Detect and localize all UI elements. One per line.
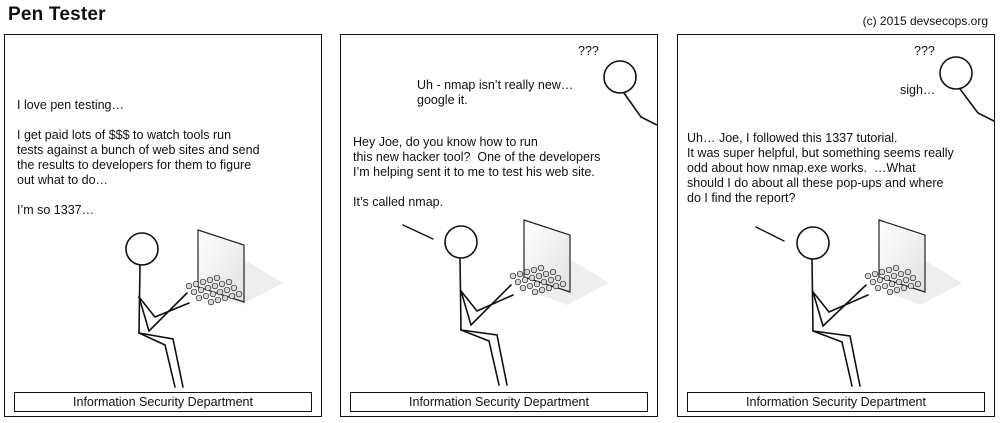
- question-marks: ???: [914, 44, 935, 58]
- colleague-speech: sigh…: [900, 83, 936, 97]
- keyboard: [509, 264, 567, 296]
- computer-monitor: [197, 229, 245, 303]
- pen-tester-speech: Hey Joe, do you know how to run this new…: [353, 135, 601, 209]
- comic-panel-3: ??? sigh… Uh… Joe, I followed this 1337 …: [677, 34, 995, 417]
- comic-panel-1: I love pen testing… I get paid lots of $…: [4, 34, 322, 417]
- speech-line: [755, 226, 785, 242]
- colleague-stick-figure: [939, 56, 994, 122]
- panel-3-artwork: [755, 56, 994, 387]
- pen-tester-speech: Uh… Joe, I followed this 1337 tutorial. …: [687, 131, 954, 205]
- panel-2-caption: Information Security Department: [350, 392, 648, 412]
- comic-panel-2: ??? Uh - nmap isn’t really new… google i…: [340, 34, 658, 417]
- speech-line: [402, 224, 434, 240]
- panel-1-artwork: [125, 229, 283, 388]
- copyright-notice: (c) 2015 devsecops.org: [862, 14, 988, 28]
- computer-monitor: [523, 219, 571, 293]
- comic-title: Pen Tester: [8, 4, 106, 25]
- colleague-stick-figure: [603, 60, 657, 126]
- pen-tester-stick-figure: [444, 225, 514, 386]
- panel-3-caption: Information Security Department: [687, 392, 985, 412]
- pen-tester-speech: I love pen testing… I get paid lots of $…: [17, 98, 260, 217]
- pen-tester-stick-figure: [796, 226, 869, 387]
- keyboard: [185, 274, 243, 306]
- pen-tester-stick-figure: [125, 232, 190, 388]
- keyboard: [864, 264, 922, 296]
- colleague-speech: Uh - nmap isn’t really new… google it.: [417, 78, 574, 107]
- panel-2-artwork: [402, 60, 657, 386]
- question-marks: ???: [578, 44, 599, 58]
- computer-monitor: [878, 219, 926, 293]
- panel-1-caption: Information Security Department: [14, 392, 312, 412]
